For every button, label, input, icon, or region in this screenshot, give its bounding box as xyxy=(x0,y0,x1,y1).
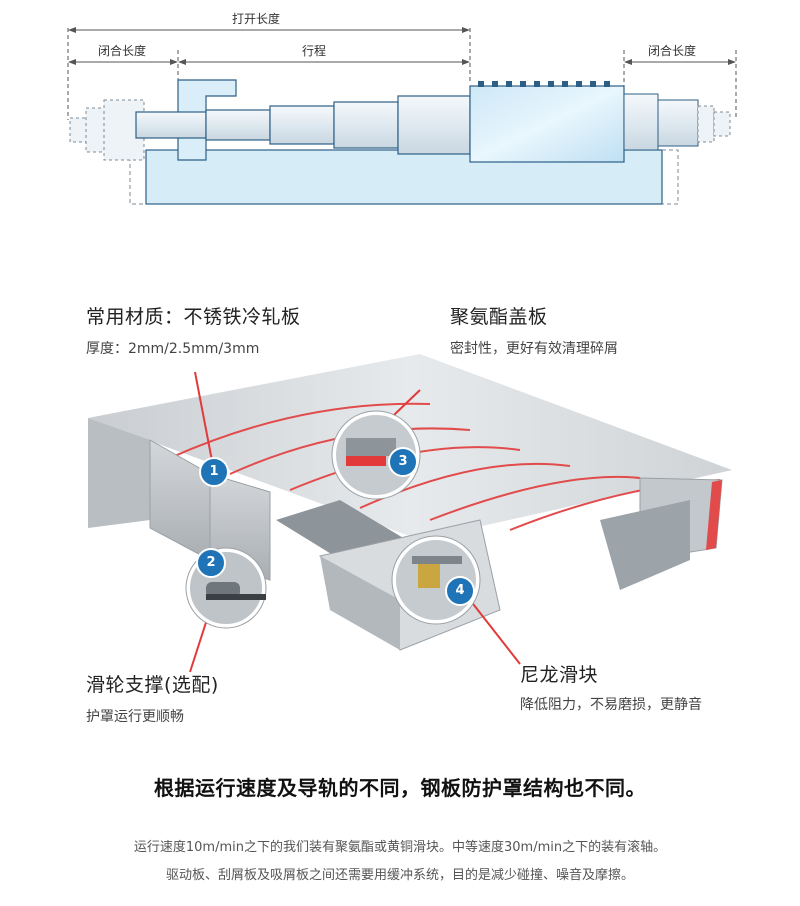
note-line-1: 运行速度10m/min之下的我们装有聚氨酯或黄铜滑块。中等速度30m/min之下… xyxy=(133,840,667,855)
note-line-2: 驱动板、刮屑板及吸屑板之间还需要用缓冲系统，目的是减少碰撞、噪音及摩擦。 xyxy=(165,868,634,883)
callout-badge-4: 4 xyxy=(445,576,475,606)
callout-3-title: 聚氨酯盖板 xyxy=(450,306,548,328)
callout-badge-2: 2 xyxy=(196,548,226,578)
callout-3-sub: 密封性，更好有效清理碎屑 xyxy=(450,341,618,357)
callout-2-title: 滑轮支撑(选配) xyxy=(86,674,219,696)
stroke-label: 行程 xyxy=(302,44,327,58)
open-length-label: 打开长度 xyxy=(232,12,281,26)
callout-4-sub: 降低阻力，不易磨损，更静音 xyxy=(520,697,702,713)
closed-length-right-label: 闭合长度 xyxy=(648,44,697,58)
callout-4-title: 尼龙滑块 xyxy=(520,664,599,686)
callout-badge-3: 3 xyxy=(388,447,418,477)
callout-2-sub: 护罩运行更顺畅 xyxy=(86,709,184,725)
callout-badge-1: 1 xyxy=(199,457,229,487)
callout-1-sub: 厚度：2mm/2.5mm/3mm xyxy=(86,341,260,357)
closed-length-left-label: 闭合长度 xyxy=(98,44,147,58)
callout-1-title: 常用材质：不锈铁冷轧板 xyxy=(86,306,301,328)
headline: 根据运行速度及导轨的不同，钢板防护罩结构也不同。 xyxy=(154,776,646,800)
machine-schematic xyxy=(67,27,737,205)
